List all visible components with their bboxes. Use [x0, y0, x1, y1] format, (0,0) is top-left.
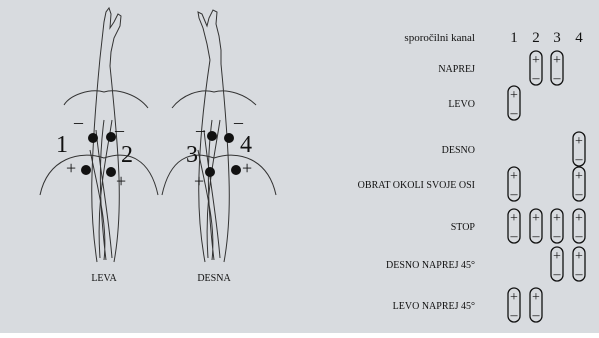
pill-minus-sign: –	[532, 71, 541, 86]
pill-minus-sign: –	[575, 187, 584, 202]
right-arm-electrode	[205, 167, 215, 177]
left-arm-electrode	[88, 133, 98, 143]
pill-plus-sign: +	[553, 211, 561, 226]
pill-plus-sign: +	[553, 53, 561, 68]
left-arm-channel-1-number: 1	[56, 132, 68, 158]
pill-plus-sign: +	[510, 88, 518, 103]
pill-minus-sign: –	[575, 152, 584, 167]
left-arm-electrode	[81, 165, 91, 175]
pill-minus-sign: –	[510, 106, 519, 121]
pill-minus-sign: –	[553, 71, 562, 86]
pill-minus-sign: –	[575, 267, 584, 282]
channel-table-header: sporočilni kanal	[404, 32, 475, 44]
right-arm-electrode	[231, 165, 241, 175]
right-arm-outline	[199, 60, 230, 262]
pill-minus-sign: –	[510, 187, 519, 202]
right-arm-electrodes	[205, 131, 241, 177]
right-arm-caption: DESNA	[197, 273, 231, 284]
right-arm-illustration	[162, 10, 276, 262]
pill-minus-sign: –	[575, 229, 584, 244]
electrode-pill: +–	[551, 209, 563, 244]
left-arm-caption: LEVA	[91, 273, 117, 284]
right-arm-sign-minus-right: –	[233, 112, 244, 132]
row-label-obrat-okoli-svoje-osi: OBRAT OKOLI SVOJE OSI	[358, 180, 475, 191]
right-arm-arc-upper	[172, 91, 256, 108]
left-arm-sign-plus-left: +	[66, 158, 76, 178]
electrode-pill: +–	[508, 288, 520, 323]
pill-plus-sign: +	[575, 211, 583, 226]
row-label-desno-naprej-45: DESNO NAPREJ 45°	[386, 260, 475, 271]
right-arm-sign-plus-left: +	[194, 171, 204, 191]
pill-plus-sign: +	[510, 211, 518, 226]
electrode-pill: +–	[530, 209, 542, 244]
pill-minus-sign: –	[510, 229, 519, 244]
electrode-pill: +–	[573, 132, 585, 167]
row-label-levo: LEVO	[448, 99, 475, 110]
electrode-pill: +–	[573, 167, 585, 202]
right-arm-channel-4-number: 4	[240, 132, 252, 158]
pill-minus-sign: –	[510, 308, 519, 323]
electrode-pills: +–+–+–+–+–+–+–+–+–+–+–+–+–+–	[508, 51, 585, 323]
pill-minus-sign: –	[553, 229, 562, 244]
pill-plus-sign: +	[575, 169, 583, 184]
left-arm-sign-minus-left: –	[73, 112, 84, 132]
electrode-pill: +–	[573, 209, 585, 244]
pill-plus-sign: +	[532, 53, 540, 68]
channel-number-4: 4	[575, 30, 583, 46]
pill-minus-sign: –	[553, 267, 562, 282]
right-arm-channel-3-number: 3	[186, 142, 198, 168]
pill-plus-sign: +	[575, 249, 583, 264]
electrode-pill: +–	[551, 51, 563, 86]
channel-number-2: 2	[532, 30, 540, 46]
left-arm-arc-upper	[64, 91, 148, 108]
channel-number-1: 1	[510, 30, 518, 46]
channel-number-3: 3	[553, 30, 561, 46]
row-label-naprej: NAPREJ	[438, 64, 475, 75]
electrode-pill: +–	[508, 86, 520, 121]
left-arm-sign-minus-right: –	[114, 120, 125, 140]
pill-plus-sign: +	[510, 290, 518, 305]
pill-plus-sign: +	[553, 249, 561, 264]
electrode-pill: +–	[508, 209, 520, 244]
pill-plus-sign: +	[575, 134, 583, 149]
left-arm-sign-plus-right: +	[116, 171, 126, 191]
electrode-pill: +–	[551, 247, 563, 282]
electrode-pill: +–	[508, 167, 520, 202]
right-arm-electrode	[224, 133, 234, 143]
right-arm-sign-plus-right: +	[242, 158, 252, 178]
pill-plus-sign: +	[532, 290, 540, 305]
pill-plus-sign: +	[510, 169, 518, 184]
electrode-pill: +–	[573, 247, 585, 282]
left-arm-hand	[100, 8, 121, 66]
left-arm-channel-2-number: 2	[121, 142, 133, 168]
left-arm-electrode	[106, 167, 116, 177]
pill-minus-sign: –	[532, 229, 541, 244]
electrode-pill: +–	[530, 288, 542, 323]
right-arm-electrode	[207, 131, 217, 141]
right-arm-arc-lower	[162, 155, 276, 195]
right-arm-hand	[198, 10, 221, 64]
row-label-levo-naprej-45: LEVO NAPREJ 45°	[393, 301, 475, 312]
row-label-stop: STOP	[451, 222, 476, 233]
row-labels: NAPREJ LEVO DESNO OBRAT OKOLI SVOJE OSI STOP…	[358, 64, 476, 312]
electrode-pill: +–	[530, 51, 542, 86]
row-label-desno: DESNO	[442, 145, 475, 156]
pill-minus-sign: –	[532, 308, 541, 323]
right-arm-sign-minus-left: –	[195, 120, 206, 140]
pill-plus-sign: +	[532, 211, 540, 226]
left-arm-arc-lower	[40, 155, 158, 195]
